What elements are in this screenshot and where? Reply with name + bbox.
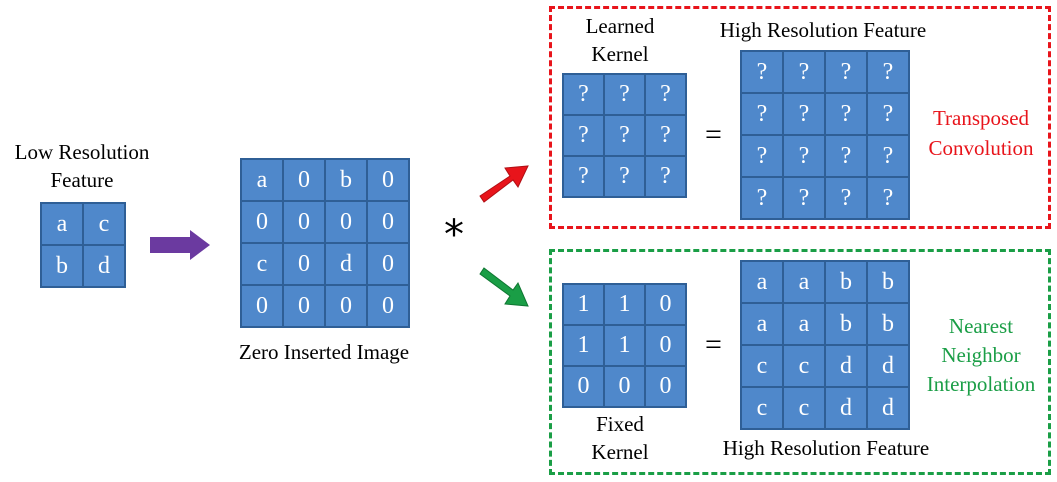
- learned-kernel-label-line2: Kernel: [591, 42, 649, 66]
- fixed-kernel-cell: 0: [645, 325, 686, 366]
- nearest-output-label: High Resolution Feature: [722, 436, 930, 460]
- nearest-output-cell: d: [825, 387, 867, 429]
- learned-kernel-cell: ?: [604, 74, 645, 115]
- fixed-kernel-label-line2: Kernel: [591, 440, 649, 464]
- nearest-neighbor-box: [549, 249, 1051, 475]
- low-res-cell: a: [41, 203, 83, 245]
- zero-inserted-cell: 0: [283, 243, 325, 285]
- up-right-arrow-icon: [479, 165, 529, 203]
- nearest-method-line2: Neighbor: [941, 343, 1021, 367]
- nearest-output-cell: a: [783, 261, 825, 303]
- nearest-output-cell: a: [783, 303, 825, 345]
- transposed-output-cell: ?: [867, 93, 909, 135]
- low-res-cell: c: [83, 203, 125, 245]
- transposed-equals-sign: =: [705, 118, 722, 151]
- nearest-output-cell: c: [783, 387, 825, 429]
- nearest-output-cell: b: [867, 303, 909, 345]
- zero-inserted-cell: 0: [367, 201, 409, 243]
- transposed-output-cell: ?: [783, 135, 825, 177]
- zero-inserted-cell: 0: [325, 201, 367, 243]
- transposed-output-cell: ?: [867, 135, 909, 177]
- transposed-output-cell: ?: [783, 51, 825, 93]
- transposed-output-cell: ?: [783, 177, 825, 219]
- transposed-output-cell: ?: [741, 177, 783, 219]
- zero-inserted-cell: 0: [367, 285, 409, 327]
- learned-kernel-grid: ?????????: [562, 73, 687, 198]
- nearest-output-cell: b: [825, 261, 867, 303]
- learned-kernel-label-line1: Learned: [585, 14, 655, 38]
- low-res-title-line1: Low Resolution: [14, 140, 150, 164]
- nearest-output-cell: c: [741, 345, 783, 387]
- nearest-output-cell: c: [741, 387, 783, 429]
- zero-inserted-cell: 0: [283, 285, 325, 327]
- zero-inserted-cell: d: [325, 243, 367, 285]
- nearest-output-cell: a: [741, 303, 783, 345]
- learned-kernel-cell: ?: [563, 74, 604, 115]
- transposed-convolution-box: [549, 6, 1051, 229]
- transposed-output-cell: ?: [741, 135, 783, 177]
- learned-kernel-cell: ?: [563, 115, 604, 156]
- fixed-kernel-cell: 0: [645, 366, 686, 407]
- learned-kernel-cell: ?: [645, 74, 686, 115]
- nearest-output-cell: d: [867, 345, 909, 387]
- zero-inserted-cell: 0: [283, 201, 325, 243]
- fixed-kernel-cell: 1: [563, 325, 604, 366]
- learned-kernel-cell: ?: [604, 115, 645, 156]
- zero-inserted-cell: 0: [241, 285, 283, 327]
- fixed-kernel-cell: 0: [604, 366, 645, 407]
- nearest-output-cell: b: [825, 303, 867, 345]
- transposed-method-line1: Transposed: [932, 106, 1030, 130]
- nearest-output-cell: d: [825, 345, 867, 387]
- transposed-output-label: High Resolution Feature: [719, 18, 927, 42]
- fixed-kernel-label-line1: Fixed: [596, 412, 644, 436]
- transposed-output-cell: ?: [867, 51, 909, 93]
- nearest-output-cell: b: [867, 261, 909, 303]
- transposed-method-line2: Convolution: [928, 136, 1034, 160]
- low-res-cell: b: [41, 245, 83, 287]
- transposed-output-cell: ?: [825, 135, 867, 177]
- zero-inserted-cell: 0: [241, 201, 283, 243]
- nearest-equals-sign: =: [705, 328, 722, 361]
- nearest-method-line1: Nearest: [948, 314, 1014, 338]
- transposed-output-cell: ?: [741, 93, 783, 135]
- low-res-title-line2: Feature: [50, 168, 114, 192]
- learned-kernel-cell: ?: [645, 156, 686, 197]
- transposed-output-cell: ?: [825, 93, 867, 135]
- fixed-kernel-cell: 1: [563, 284, 604, 325]
- learned-kernel-cell: ?: [604, 156, 645, 197]
- fixed-kernel-cell: 1: [604, 284, 645, 325]
- transposed-output-cell: ?: [825, 51, 867, 93]
- convolution-star-symbol: *: [444, 212, 464, 258]
- right-arrow-icon: [150, 230, 210, 260]
- zero-inserted-cell: 0: [283, 159, 325, 201]
- nearest-output-cell: a: [741, 261, 783, 303]
- low-res-cell: d: [83, 245, 125, 287]
- transposed-output-grid: ????????????????: [740, 50, 910, 220]
- nearest-output-cell: d: [867, 387, 909, 429]
- zero-inserted-cell: c: [241, 243, 283, 285]
- transposed-output-cell: ?: [867, 177, 909, 219]
- transposed-output-cell: ?: [825, 177, 867, 219]
- zero-inserted-cell: 0: [367, 243, 409, 285]
- transposed-output-cell: ?: [741, 51, 783, 93]
- down-right-arrow-icon: [479, 267, 529, 307]
- nearest-method-line3: Interpolation: [926, 372, 1036, 396]
- fixed-kernel-cell: 1: [604, 325, 645, 366]
- learned-kernel-cell: ?: [645, 115, 686, 156]
- zero-inserted-cell: 0: [325, 285, 367, 327]
- zero-inserted-cell: a: [241, 159, 283, 201]
- zero-inserted-cell: 0: [367, 159, 409, 201]
- zero-inserted-cell: b: [325, 159, 367, 201]
- learned-kernel-cell: ?: [563, 156, 604, 197]
- nearest-output-cell: c: [783, 345, 825, 387]
- fixed-kernel-cell: 0: [645, 284, 686, 325]
- zero-inserted-caption: Zero Inserted Image: [238, 340, 410, 364]
- fixed-kernel-cell: 0: [563, 366, 604, 407]
- transposed-output-cell: ?: [783, 93, 825, 135]
